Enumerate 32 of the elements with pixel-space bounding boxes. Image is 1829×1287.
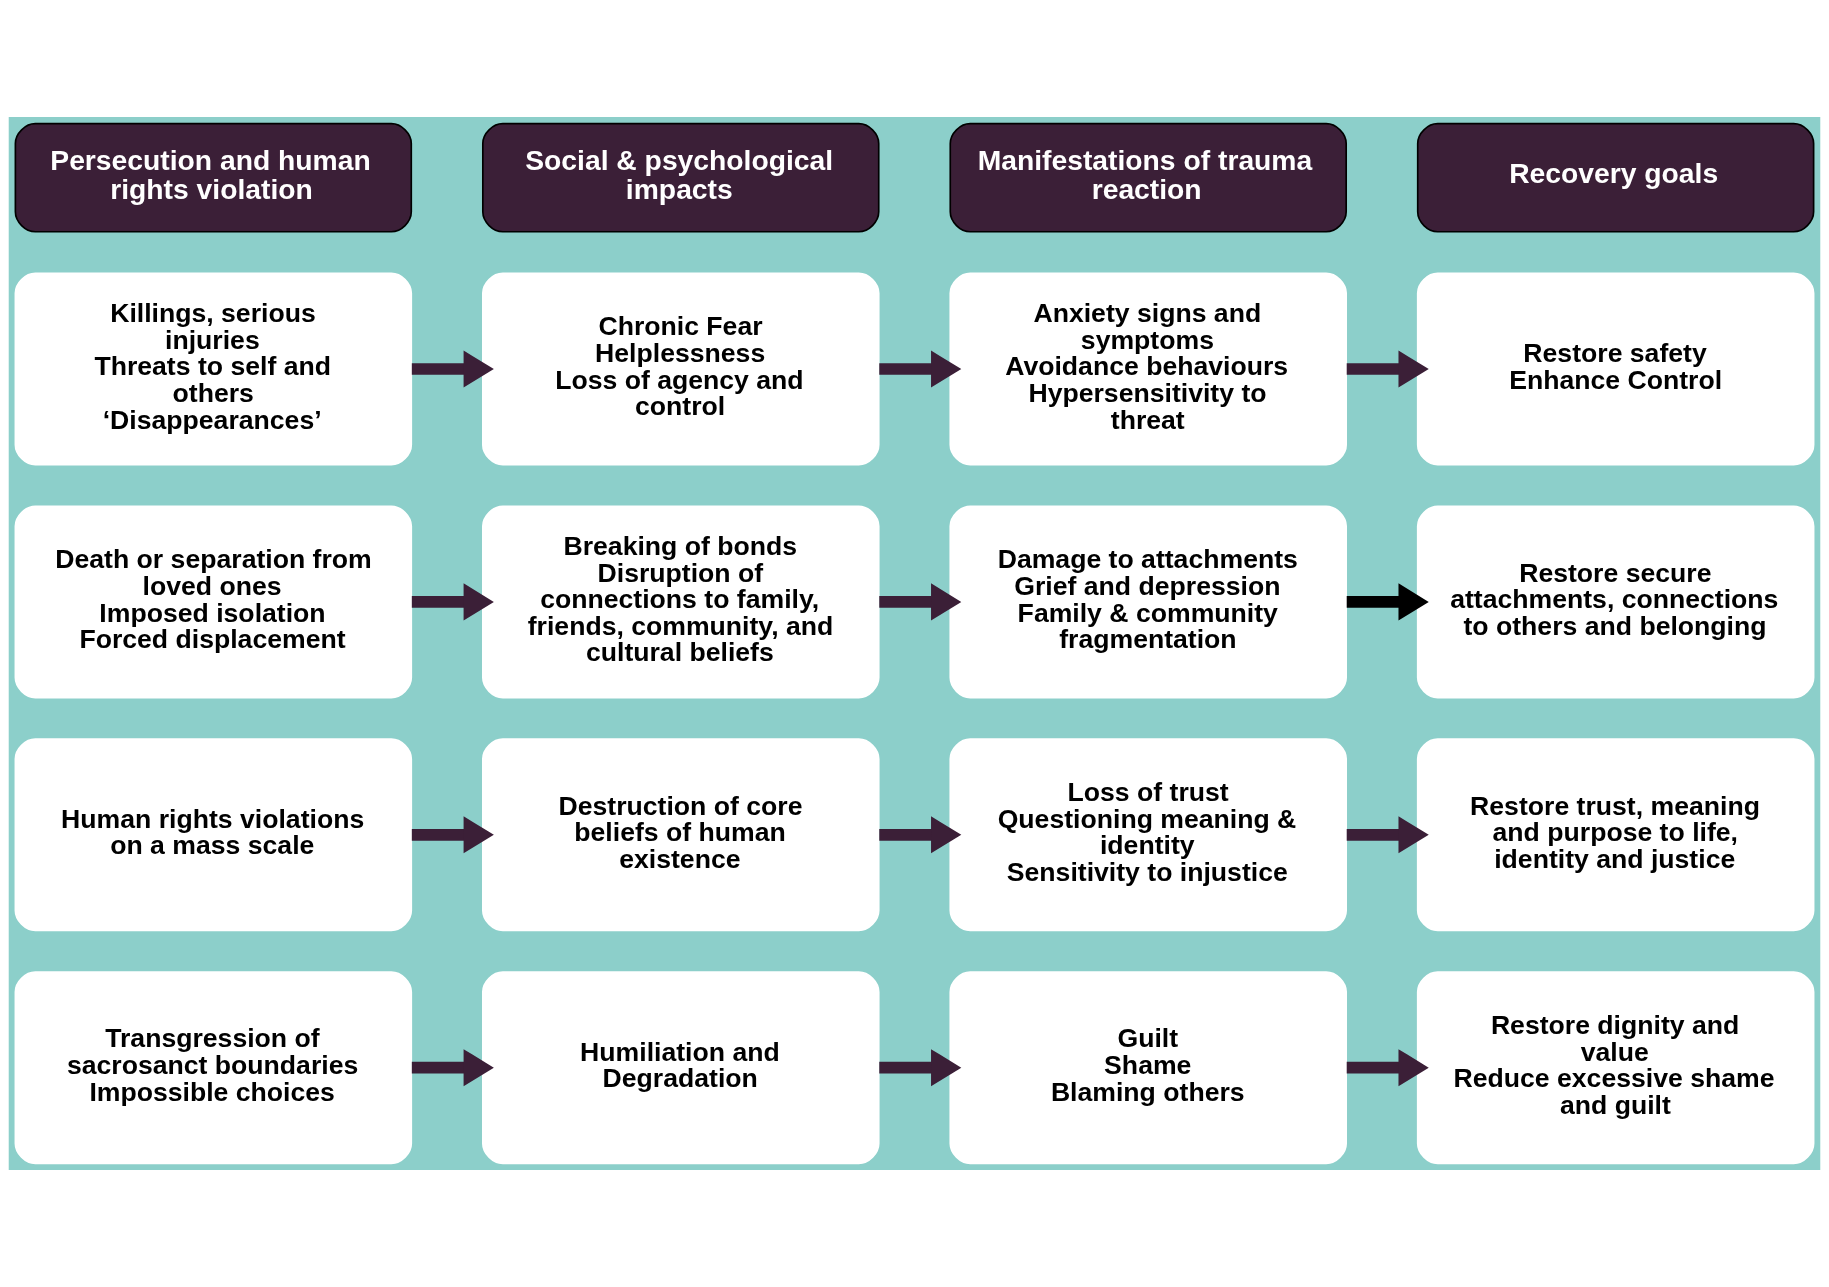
node-box: Restore dignity and value Reduce excessive shame and guilt [1416,971,1815,1165]
node-box: Restore safety Enhance Control [1416,272,1815,466]
node-box: Anxiety signs and symptoms Avoidance behaviours Hypersensitivity to threat [949,272,1347,466]
node-box: Recovery goals [1416,122,1815,233]
node-box: Destruction of core beliefs of human existence [482,738,880,932]
node-box: Transgression of sacrosanct boundaries Impossible choices [14,971,413,1165]
node-box: Loss of trust Questioning meaning & identity Sensitivity to injustice [949,738,1347,932]
arrow [411,583,494,621]
node-box: Damage to attachments Grief and depression Family & community fragmentation [949,505,1347,699]
node-box: Manifestations of trauma reaction [949,122,1347,233]
node-box: Social & psychological impacts [482,122,880,233]
arrow [1346,1049,1429,1087]
node-box: Restore secure attachments, connections to others and belonging [1416,505,1815,699]
node-box: Humiliation and Degradation [482,971,880,1165]
node-box: Killings, serious injuries Threats to self and others ‘Disappearances’ [14,272,413,466]
node-box: Human rights violations on a mass scale [14,738,413,932]
node-box: Guilt Shame Blaming others [949,971,1347,1165]
arrow [411,350,494,388]
node-box: Restore trust, meaning and purpose to life, identity and justice [1416,738,1815,932]
node-box: Breaking of bonds Disruption of connections to family, friends, community, and cultural beliefs [482,505,880,699]
arrow [411,1049,494,1087]
arrow [411,816,494,854]
node-box: Death or separation from loved ones Imposed isolation Forced displacement [14,505,413,699]
arrow [879,583,962,621]
arrow [1346,583,1429,621]
arrow [1346,816,1429,854]
arrow [879,350,962,388]
node-box: Chronic Fear Helplessness Loss of agency and control [482,272,880,466]
arrow [1346,350,1429,388]
arrow [879,1049,962,1087]
node-box: Persecution and human rights violation [14,122,413,233]
arrow [879,816,962,854]
